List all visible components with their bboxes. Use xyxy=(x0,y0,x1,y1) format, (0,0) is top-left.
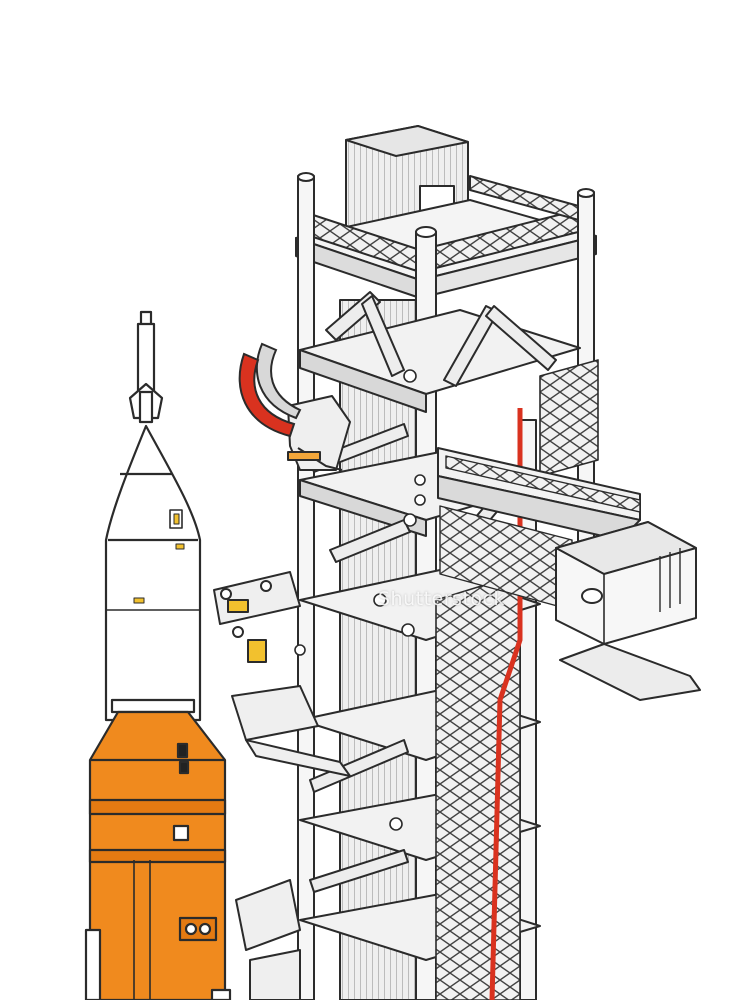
red-pipe xyxy=(489,408,523,1000)
rocket xyxy=(84,310,232,1000)
crew-access-arm xyxy=(437,447,701,701)
tower-column xyxy=(297,175,315,1000)
joint-bolts xyxy=(294,369,426,831)
side-booster xyxy=(84,928,102,1000)
top-deck xyxy=(295,175,597,299)
launch-tower xyxy=(213,125,701,1000)
swing-hook xyxy=(238,342,302,438)
umbilical-arms xyxy=(213,395,351,1000)
launch-escape-tower xyxy=(128,310,164,424)
capsule-fairing xyxy=(104,424,202,722)
lattice-panel xyxy=(435,573,521,1000)
lattice-panel xyxy=(539,359,599,477)
watermark-text: Shutterstock xyxy=(378,588,505,610)
